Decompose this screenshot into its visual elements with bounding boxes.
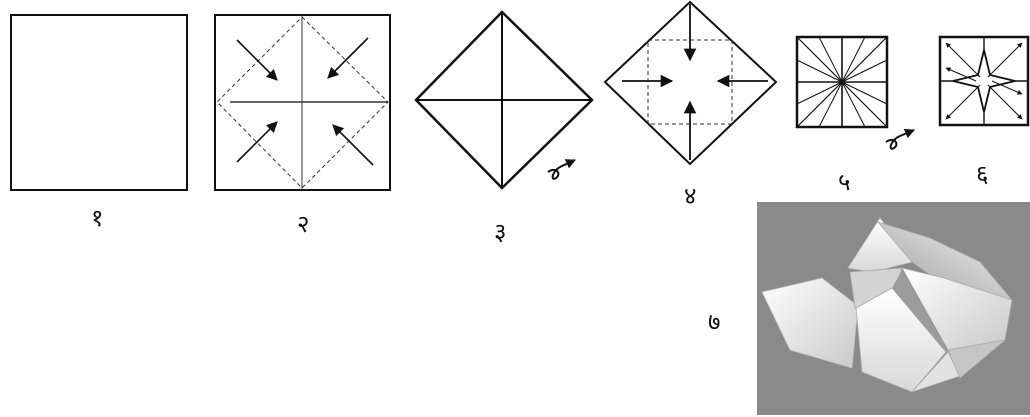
step-1-square: [11, 15, 187, 190]
step-7-finished-lotus-photo: [757, 202, 1030, 415]
step-number-3: ३: [494, 220, 506, 244]
turn-over-arrow-icon: [548, 160, 575, 179]
step-number-6: ६: [976, 162, 988, 186]
step-4-diamond-fold-in: [605, 2, 776, 164]
step-number-2: २: [297, 212, 309, 236]
step-3-diamond: [416, 12, 592, 188]
step-number-1: १: [91, 206, 103, 230]
step-2-square-fold-corners: [215, 15, 390, 190]
step-6-star-square: [940, 37, 1028, 125]
step-number-7: ७: [708, 310, 720, 334]
step-number-4: ४: [684, 184, 696, 208]
turn-over-arrow-icon: [886, 130, 914, 149]
step-number-5: ५: [838, 170, 850, 194]
step-5-creased-square: [797, 37, 914, 149]
